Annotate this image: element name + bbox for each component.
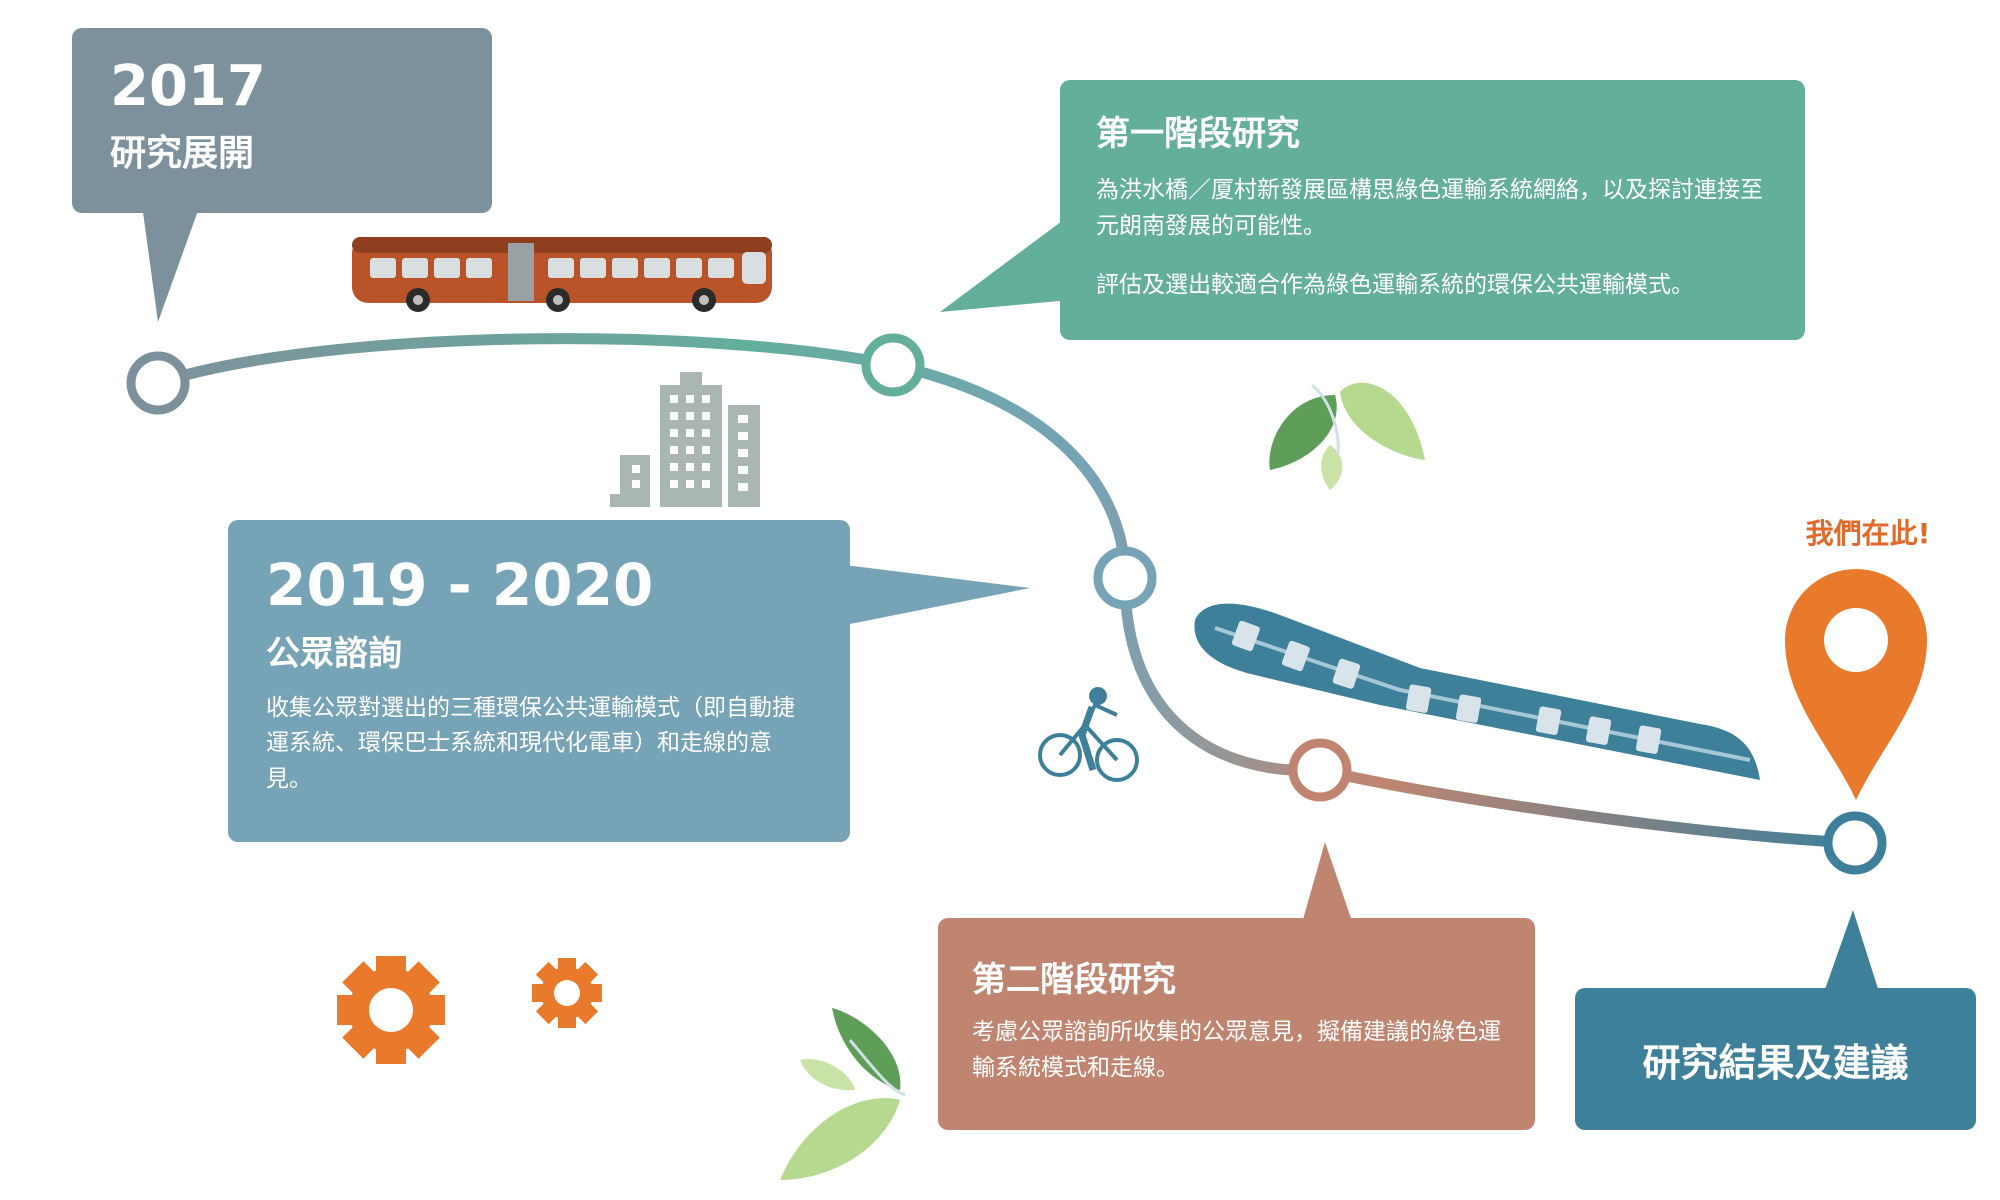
timeline-node-stage1: [861, 333, 925, 397]
stage1-body: 為洪水橋／厦村新發展區構思綠色運輸系統網絡，以及探討連接至元朗南發展的可能性。 …: [1096, 173, 1769, 304]
leaves-icon: [1269, 382, 1425, 490]
leaves-icon: [780, 1008, 906, 1180]
gear-icon: [532, 958, 602, 1028]
timeline-node-result: [1823, 811, 1887, 875]
map-pin-icon: [1785, 569, 1927, 800]
consultation-body: 收集公眾對選出的三種環保公共運輸模式（即自動捷運系統、環保巴士系統和現代化電車）…: [266, 694, 795, 793]
stage2-card: 第二階段研究 考慮公眾諮詢所收集的公眾意見，擬備建議的綠色運輸系統模式和走線。: [938, 918, 1535, 1130]
train-icon: [1194, 603, 1760, 780]
stage1-card: 第一階段研究 為洪水橋／厦村新發展區構思綠色運輸系統網絡，以及探討連接至元朗南發…: [1060, 80, 1805, 340]
pointer-stage1: [940, 215, 1070, 312]
result-title: 研究結果及建議: [1642, 1040, 1909, 1085]
consultation-card: 2019 - 2020 公眾諮詢 收集公眾對選出的三種環保公共運輸模式（即自動捷…: [228, 520, 850, 842]
stage2-title: 第二階段研究: [972, 960, 1176, 1000]
pointer-stage2: [1300, 842, 1355, 930]
consultation-title: 公眾諮詢: [266, 633, 402, 674]
current-position-label: 我們在此!: [1805, 517, 1931, 550]
bus-icon: [352, 237, 772, 312]
timeline-node-stage2: [1288, 738, 1352, 802]
pointer-result: [1823, 910, 1880, 995]
timeline-node-2019: [1093, 546, 1157, 610]
gear-icon: [337, 956, 445, 1064]
milestone-year: 2017: [110, 54, 266, 119]
result-card: 研究結果及建議: [1575, 988, 1976, 1130]
pointer-2019: [845, 565, 1030, 625]
city-buildings-icon: [610, 372, 760, 507]
consultation-year: 2019 - 2020: [266, 551, 654, 619]
cyclist-icon: [1038, 687, 1139, 782]
milestone-title: 研究展開: [110, 132, 255, 174]
stage1-title: 第一階段研究: [1096, 114, 1300, 154]
stage1-paragraph: 評估及選出較適合作為綠色運輸系統的環保公共運輸模式。: [1096, 272, 1694, 299]
pointer-2017: [142, 205, 200, 322]
timeline-node-2017: [126, 351, 190, 415]
stage1-paragraph: 為洪水橋／厦村新發展區構思綠色運輸系統網絡，以及探討連接至元朗南發展的可能性。: [1096, 177, 1763, 239]
milestone-2017-card: 2017 研究展開: [72, 28, 492, 213]
stage2-body: 考慮公眾諮詢所收集的公眾意見，擬備建議的綠色運輸系統模式和走線。: [972, 1019, 1501, 1081]
